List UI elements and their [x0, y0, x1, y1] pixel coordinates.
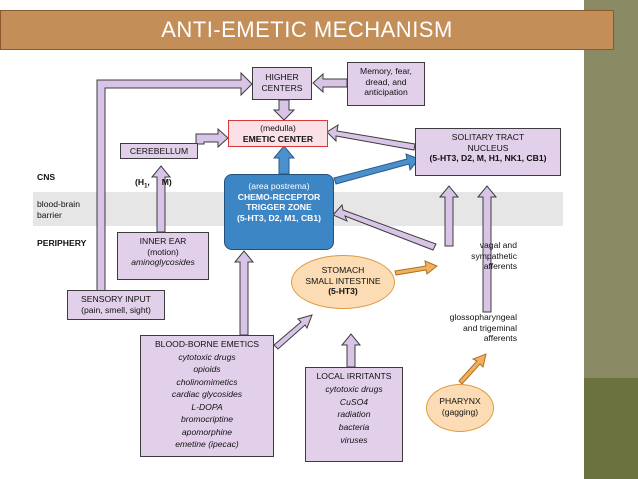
arrow-cerebellum-to-emetic [195, 127, 229, 149]
vagal-line3: afferents [483, 261, 517, 271]
stomach-line3: (5-HT3) [328, 286, 358, 296]
receptor-m: , M) [147, 177, 172, 187]
cerebellum-receptors: (H1, M) [135, 177, 172, 190]
glosso-afferents-label: glossopharyngeal and trigeminal afferent… [421, 312, 517, 344]
blood-borne-box: BLOOD-BORNE EMETICS cytotoxic drugs opio… [140, 335, 274, 457]
arrow-solitary-to-emetic [326, 123, 416, 151]
blood-borne-item: cardiac glycosides [171, 389, 243, 399]
ctz-line1: (area postrema) [248, 181, 310, 191]
side-decor-bar [584, 0, 638, 479]
blood-borne-item: opioids [193, 364, 221, 374]
pharynx-line2: (gagging) [441, 406, 479, 417]
solitary-line2: NUCLEUS [467, 142, 509, 153]
arrow-local-to-stomach [340, 333, 362, 368]
region-cns: CNS [37, 172, 56, 182]
arrow-vagal-to-solitary [438, 185, 460, 247]
stomach-line1: STOMACH [321, 265, 365, 275]
arrow-ctz-to-emetic [272, 145, 296, 175]
ctz-box: (area postrema) CHEMO-RECEPTOR TRIGGER Z… [224, 174, 334, 250]
local-item: cytotoxic drugs [325, 383, 383, 394]
vagal-afferents-label: vagal and sympathetic afferents [433, 240, 517, 272]
memory-line3: anticipation [364, 87, 408, 97]
ctz-line4: (5-HT3, D2, M1, CB1) [236, 212, 322, 223]
region-bbb-line2: barrier [37, 210, 62, 220]
arrow-sensory-to-higher [96, 71, 253, 301]
local-item: radiation [337, 409, 371, 420]
arrow-blood-to-ctz [233, 250, 255, 336]
higher-centers-box: HIGHER CENTERS [252, 67, 312, 100]
arrow-glosso-to-solitary [476, 185, 498, 313]
glosso-line2: and trigeminal [463, 322, 517, 333]
blood-borne-item: cholinomimetics [176, 376, 238, 387]
stomach-oval: STOMACH SMALL INTESTINE (5-HT3) [291, 255, 395, 309]
memory-line1: Memory, fear, [360, 66, 412, 76]
local-irritants-box: LOCAL IRRITANTS cytotoxic drugs CuSO4 ra… [305, 367, 403, 462]
region-periphery: PERIPHERY [37, 238, 87, 248]
receptor-h: (H [135, 177, 145, 187]
emetic-center-box: (medulla) EMETIC CENTER [228, 120, 328, 147]
higher-centers-line2: CENTERS [261, 82, 303, 93]
blood-borne-item: L-DOPA [191, 401, 223, 412]
title-banner: ANTI-EMETIC MECHANISM [0, 10, 614, 50]
memory-box: Memory, fear, dread, and anticipation [347, 62, 425, 106]
solitary-tract-box: SOLITARY TRACT NUCLEUS (5-HT3, D2, M, H1… [415, 128, 561, 176]
vagal-line1: vagal and [479, 240, 517, 250]
blood-borne-item: cytotoxic drugs [178, 351, 236, 362]
sensory-input-box: SENSORY INPUT (pain, smell, sight) [67, 290, 165, 320]
cerebellum-box: CEREBELLUM [120, 143, 198, 159]
glosso-line1: glossopharyngeal [449, 312, 517, 322]
vagal-line2: sympathetic [471, 250, 517, 261]
cerebellum-label: CEREBELLUM [129, 146, 189, 156]
inner-ear-line3: aminoglycosides [131, 257, 195, 267]
arrow-ear-to-cerebellum [150, 165, 172, 233]
arrow-vagal-to-ctz [332, 203, 437, 251]
arrow-higher-to-emetic [272, 99, 296, 121]
memory-line2: dread, and [365, 76, 407, 87]
local-item: bacteria [338, 422, 370, 433]
ctz-line3: TRIGGER ZONE [246, 202, 312, 212]
inner-ear-line1: INNER EAR [139, 236, 187, 246]
diagram-arrows [96, 71, 498, 385]
arrow-ctz-to-solitary [333, 153, 420, 185]
emetic-center-line1: (medulla) [260, 123, 296, 133]
receptor-h-sub: 1 [144, 183, 148, 190]
inner-ear-box: INNER EAR (motion) aminoglycosides [117, 232, 209, 280]
stomach-line2: SMALL INTESTINE [305, 275, 381, 286]
solitary-line3: (5-HT3, D2, M, H1, NK1, CB1) [429, 153, 547, 163]
blood-borne-title: BLOOD-BORNE EMETICS [154, 339, 260, 349]
blood-borne-item: apomorphine [181, 426, 233, 437]
inner-ear-line2: (motion) [147, 246, 179, 257]
pharynx-oval: PHARYNX (gagging) [426, 384, 494, 432]
arrow-stomach-to-vagal [394, 260, 438, 276]
sensory-line2: (pain, smell, sight) [81, 304, 151, 315]
emesis-diagram: CNS blood-brain barrier PERIPHERY HIGHER… [33, 60, 563, 479]
slide-title: ANTI-EMETIC MECHANISM [161, 17, 453, 42]
ctz-line2: CHEMO-RECEPTOR [237, 191, 321, 202]
local-item: viruses [340, 434, 368, 445]
side-decor-bar-lower [584, 378, 638, 479]
sensory-line1: SENSORY INPUT [81, 294, 151, 304]
blood-borne-item: bromocriptine [180, 414, 234, 424]
local-title: LOCAL IRRITANTS [316, 371, 392, 381]
blood-borne-item: emetine (ipecac) [175, 439, 239, 449]
solitary-line1: SOLITARY TRACT [451, 132, 525, 142]
pharynx-line1: PHARYNX [439, 396, 481, 406]
glosso-line3: afferents [483, 333, 517, 343]
region-bbb-line1: blood-brain [37, 199, 80, 209]
arrow-memory-to-higher [312, 72, 348, 94]
local-item: CuSO4 [339, 396, 369, 407]
arrow-blood-to-stomach [273, 314, 313, 350]
emetic-center-line2: EMETIC CENTER [242, 133, 314, 144]
higher-centers-line1: HIGHER [265, 72, 299, 82]
arrow-pharynx-to-glosso [458, 353, 487, 385]
